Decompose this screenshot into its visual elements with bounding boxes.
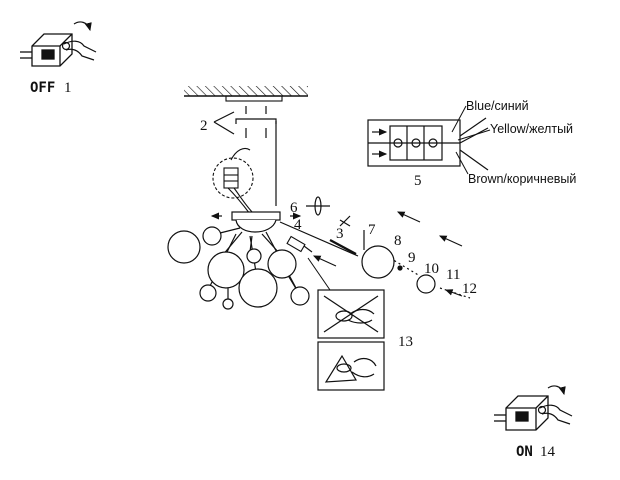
step-13-leader	[307, 257, 331, 291]
hand-icon	[537, 385, 573, 425]
off-label: OFF	[30, 80, 55, 96]
canopy-hub	[210, 211, 302, 233]
blue-wire-leader	[451, 105, 467, 133]
yellow-wire-label: Yellow/желтый	[490, 122, 573, 136]
direction-arrows	[312, 211, 463, 297]
step-7-label: 7	[368, 222, 376, 238]
no-bare-hand-icon	[317, 289, 385, 339]
globe-large	[361, 245, 395, 279]
extension-parts	[329, 215, 471, 299]
globe	[246, 248, 262, 264]
globe	[167, 230, 201, 264]
step-5-label: 5	[414, 173, 422, 189]
rotation-icon	[306, 196, 330, 216]
glass-globes	[167, 226, 310, 310]
blue-wire-label: Blue/синий	[466, 99, 529, 113]
globe	[267, 249, 297, 279]
ceiling	[184, 86, 308, 102]
step-4-label: 4	[294, 217, 302, 233]
bulb-socket	[286, 235, 313, 253]
globe	[290, 286, 310, 306]
step-14-label: 14	[540, 444, 556, 460]
globe	[202, 226, 222, 246]
cloth-hand-icon	[317, 341, 385, 391]
step-12-label: 12	[462, 281, 477, 297]
power-switch-off-icon	[20, 33, 73, 67]
wire-connector-detail	[212, 147, 255, 215]
globe	[207, 251, 245, 289]
step-13-label: 13	[398, 334, 413, 350]
step-11-label: 11	[446, 267, 460, 283]
hand-icon	[61, 21, 97, 61]
globe	[238, 268, 278, 308]
step-10-label: 10	[424, 261, 439, 277]
globe-small	[416, 274, 436, 294]
brown-wire-label: Brown/коричневый	[468, 172, 576, 186]
power-switch-on-icon	[494, 395, 549, 431]
on-label: ON	[516, 444, 533, 460]
mounting-bracket	[213, 106, 277, 206]
globe	[222, 298, 234, 310]
step-3-label: 3	[336, 226, 344, 242]
terminal-block	[367, 117, 489, 171]
yellow-wire-leader	[457, 129, 491, 141]
globe	[199, 284, 217, 302]
step-1-label: 1	[64, 80, 72, 96]
step-6-label: 6	[290, 200, 298, 216]
brown-wire-leader	[455, 151, 469, 175]
step-9-label: 9	[408, 250, 416, 266]
step-2-label: 2	[200, 118, 208, 134]
step-8-label: 8	[394, 233, 402, 249]
